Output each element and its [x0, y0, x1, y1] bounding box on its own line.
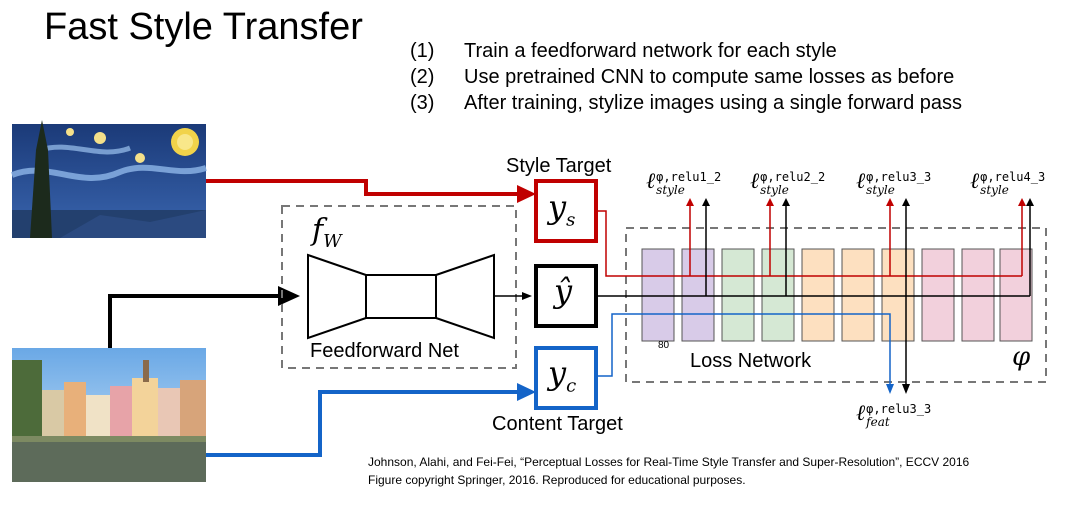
- content-feature-line: [596, 313, 891, 388]
- loss-symbol: ℓ: [646, 169, 656, 194]
- ys-main: y: [548, 188, 567, 226]
- bullet-item: (3) After training, stylize images using …: [410, 90, 962, 116]
- bullet-number: (1): [410, 40, 435, 62]
- feedforward-net-label: Feedforward Net: [310, 340, 459, 362]
- loss-subscript: feat: [866, 414, 890, 429]
- output-arrowhead: [782, 198, 790, 206]
- loss-superscript: φ,relu3_3: [866, 169, 932, 184]
- output-feature-lines: [596, 202, 1031, 388]
- layer-block: [961, 248, 995, 342]
- loss-subscript: style: [760, 182, 789, 197]
- phi-symbol: φ: [1012, 342, 1031, 372]
- yc-symbol: yc: [548, 354, 576, 396]
- bullet-item: (2) Use pretrained CNN to compute same lo…: [410, 64, 962, 90]
- ys-symbol: ys: [548, 188, 575, 230]
- loss-superscript: φ,relu4_3: [980, 169, 1046, 184]
- layer-block: [921, 248, 955, 342]
- fw-main: f: [312, 213, 324, 248]
- ys-sub: s: [566, 209, 576, 231]
- yc-main: y: [548, 354, 567, 392]
- bullet-item: (1) Train a feedforward network for each …: [410, 38, 962, 64]
- output-arrow: [494, 292, 532, 300]
- layer-block: [641, 248, 675, 342]
- feedforward-net-shape: [307, 253, 495, 340]
- bullet-text: Use pretrained CNN to compute same losse…: [464, 66, 955, 88]
- layer-block: [681, 248, 715, 342]
- content-target-label: Content Target: [492, 413, 623, 435]
- style-target-label: Style Target: [506, 155, 612, 177]
- output-arrowhead: [1026, 198, 1034, 206]
- loss-symbol: ℓ: [750, 169, 760, 194]
- style-image: [10, 120, 207, 238]
- fw-symbol: fW: [312, 213, 342, 252]
- output-arrowhead: [702, 198, 710, 206]
- citation: Johnson, Alahi, and Fei-Fei, “Perceptual…: [368, 453, 969, 489]
- loss-superscript: φ,relu2_2: [760, 169, 826, 184]
- layer-block: [841, 248, 875, 342]
- style-target-box: [534, 179, 598, 243]
- yhat-symbol: ŷ: [554, 272, 573, 310]
- style-arrowhead: [766, 198, 774, 206]
- style-arrowhead: [686, 198, 694, 206]
- citation-line: Johnson, Alahi, and Fei-Fei, “Perceptual…: [368, 455, 970, 469]
- bullet-text: After training, stylize images using a s…: [464, 92, 963, 114]
- loss-subscript: style: [866, 182, 895, 197]
- layer-block: [761, 248, 795, 342]
- feat-arrowhead: [902, 384, 910, 394]
- content-target-box: [534, 346, 598, 410]
- output-arrowhead: [902, 198, 910, 206]
- loss-network-layers: [641, 248, 1033, 342]
- feedforward-net-box: [281, 205, 517, 369]
- content-image: [12, 348, 206, 482]
- style-feature-lines: [596, 202, 1023, 277]
- layer-block: [801, 248, 835, 342]
- style-arrowhead: [1018, 198, 1026, 206]
- layer-number: 80: [658, 340, 670, 351]
- style-arrowhead: [886, 198, 894, 206]
- loss-network-label: Loss Network: [690, 350, 812, 372]
- loss-symbol: ℓ: [856, 401, 866, 426]
- yc-sub: c: [566, 375, 577, 397]
- input-arrow: [108, 286, 300, 348]
- style-arrow: [206, 179, 536, 203]
- bullet-number: (2): [410, 66, 435, 88]
- loss-subscript: style: [656, 182, 685, 197]
- bullet-number: (3): [410, 92, 435, 114]
- loss-superscript: φ,relu3_3: [866, 401, 932, 416]
- layer-block: [721, 248, 755, 342]
- loss-symbol: ℓ: [970, 169, 980, 194]
- bullet-list: (1) Train a feedforward network for each …: [410, 38, 962, 116]
- slide-title: Fast Style Transfer: [44, 6, 363, 48]
- bullet-text: Train a feedforward network for each sty…: [464, 40, 837, 62]
- yhat-box: [534, 264, 598, 328]
- layer-block: [881, 248, 915, 342]
- loss-network-box: [625, 227, 1047, 383]
- content-arrowhead: [886, 384, 894, 394]
- loss-superscript: φ,relu1_2: [656, 169, 722, 184]
- loss-subscript: style: [980, 182, 1009, 197]
- layer-block: [999, 248, 1033, 342]
- content-arrow: [206, 383, 536, 457]
- citation-line: Figure copyright Springer, 2016. Reprodu…: [368, 473, 746, 487]
- loss-symbol: ℓ: [856, 169, 866, 194]
- fw-sub: W: [323, 231, 342, 252]
